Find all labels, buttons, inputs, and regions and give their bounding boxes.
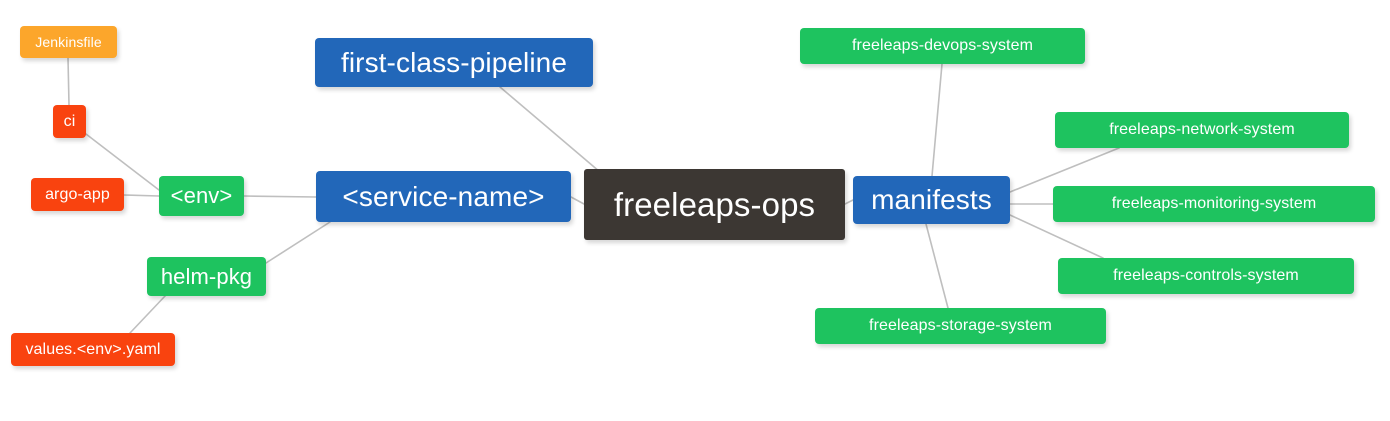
mindmap-node-jenkinsfile[interactable]: Jenkinsfile [20,26,117,58]
mindmap-node-values[interactable]: values.<env>.yaml [11,333,175,366]
mindmap-node-service[interactable]: <service-name> [316,171,571,222]
mindmap-node-label: <service-name> [342,180,545,212]
mindmap-node-devops[interactable]: freeleaps-devops-system [800,28,1085,64]
edge-env-to-argoapp [123,194,160,197]
mindmap-node-controls[interactable]: freeleaps-controls-system [1058,258,1354,294]
mindmap-node-label: Jenkinsfile [35,34,102,50]
mindmap-node-label: freeleaps-ops [613,186,816,223]
mindmap-node-root[interactable]: freeleaps-ops [584,169,845,240]
edge-root-to-service [570,196,585,205]
edge-manifests-to-network [1009,147,1120,193]
mindmap-node-label: manifests [871,184,992,215]
edge-manifests-to-devops [931,63,943,177]
mindmap-node-label: freeleaps-devops-system [851,37,1034,54]
edge-root-to-pipeline [499,86,601,173]
mindmap-node-storage[interactable]: freeleaps-storage-system [815,308,1106,344]
edge-env-to-ci [85,133,160,191]
mindmap-node-label: freeleaps-storage-system [869,317,1052,334]
mindmap-node-label: first-class-pipeline [340,46,568,78]
mindmap-node-argoapp[interactable]: argo-app [31,178,124,211]
mindmap-node-ci[interactable]: ci [53,105,86,138]
mindmap-node-network[interactable]: freeleaps-network-system [1055,112,1349,148]
edge-root-to-manifests [844,199,854,205]
edge-ci-to-jenkinsfile [67,57,70,106]
mindmap-node-helm[interactable]: helm-pkg [147,257,266,296]
mindmap-node-monitoring[interactable]: freeleaps-monitoring-system [1053,186,1375,222]
edge-manifests-to-controls [1009,214,1104,259]
mindmap-node-label: freeleaps-controls-system [1113,267,1299,284]
mindmap-node-label: ci [63,112,76,130]
edge-service-to-helm [265,221,331,264]
mindmap-node-label: helm-pkg [160,263,253,289]
edge-service-to-env [243,195,317,198]
mindmap-node-label: argo-app [45,185,110,203]
mindmap-node-label: values.<env>.yaml [25,340,161,358]
mindmap-node-label: freeleaps-monitoring-system [1111,195,1317,212]
mindmap-node-label: <env> [170,183,233,208]
edge-helm-to-values [129,294,167,334]
mindmap-node-label: freeleaps-network-system [1109,121,1295,138]
mindmap-node-pipeline[interactable]: first-class-pipeline [315,38,593,87]
mindmap-node-env[interactable]: <env> [159,176,244,216]
edge-manifests-to-storage [925,223,949,309]
mindmap-node-manifests[interactable]: manifests [853,176,1010,224]
